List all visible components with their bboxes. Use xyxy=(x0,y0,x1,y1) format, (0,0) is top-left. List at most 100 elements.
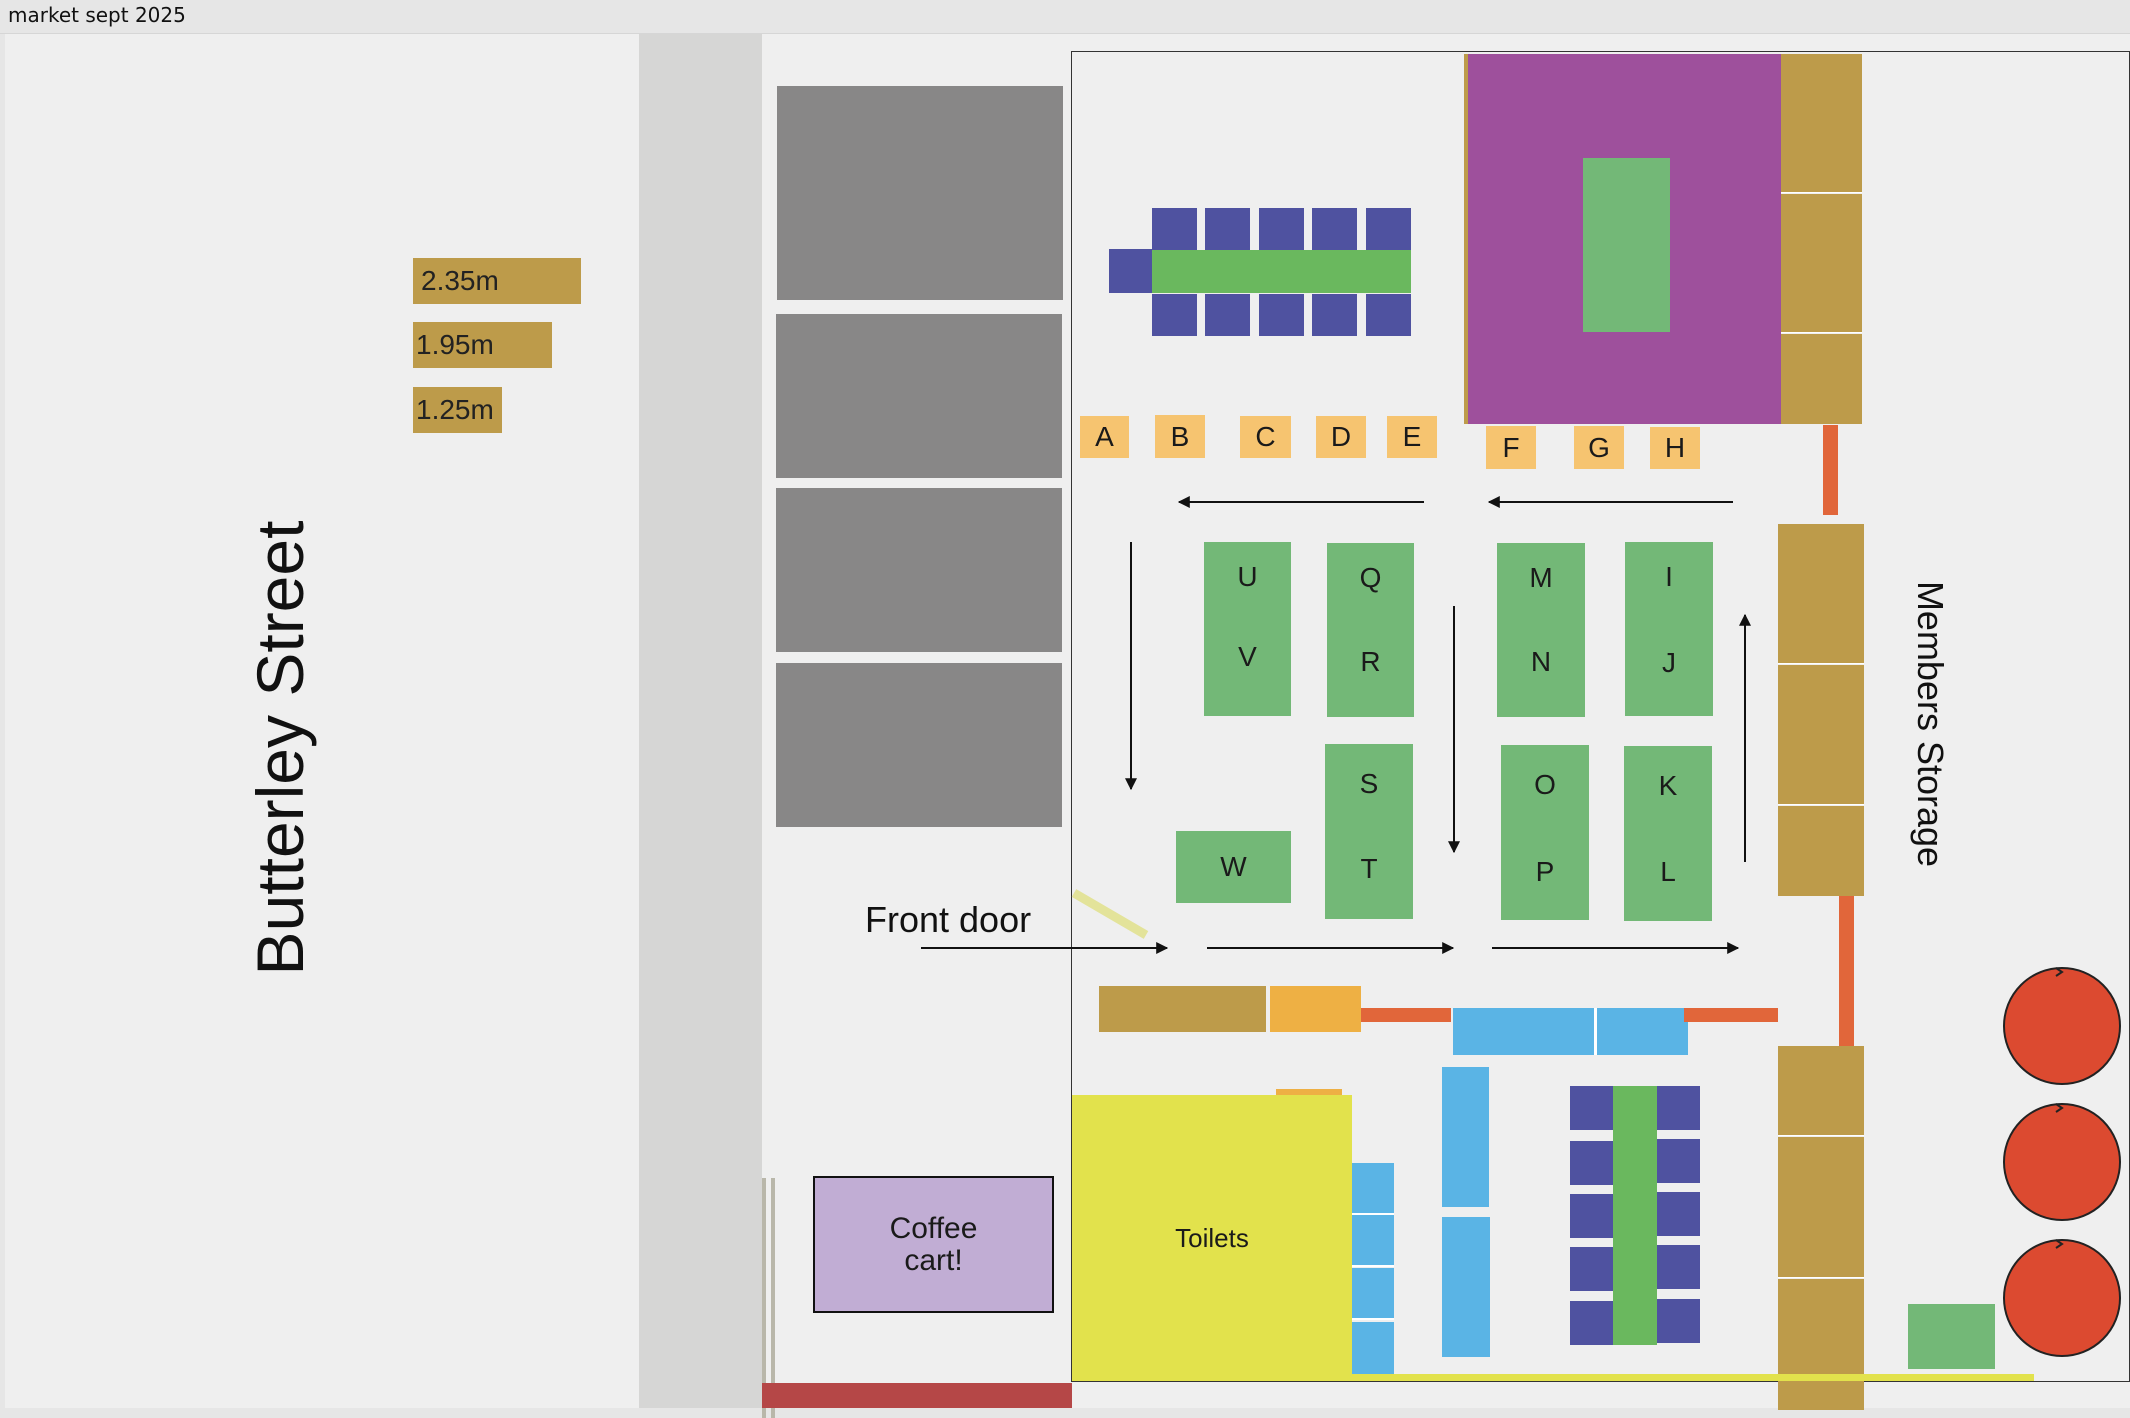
stall-label: J xyxy=(1662,647,1676,678)
red-curb xyxy=(762,1383,1072,1408)
blue-table xyxy=(1597,1008,1688,1055)
stall-label: F xyxy=(1502,431,1520,463)
stall-table-kl[interactable]: K L xyxy=(1624,746,1712,921)
stall-g[interactable]: G xyxy=(1574,426,1624,469)
blue-seat xyxy=(1352,1163,1394,1215)
orange-table xyxy=(1270,986,1361,1032)
dining-table xyxy=(1613,1086,1657,1345)
stall-o: O xyxy=(1501,750,1589,820)
scale-bar-label: 1.25m xyxy=(416,394,494,425)
chair xyxy=(1570,1301,1613,1345)
stall-w[interactable]: W xyxy=(1176,831,1291,903)
stall-d[interactable]: D xyxy=(1316,416,1366,458)
door-swing xyxy=(1071,889,1149,939)
scale-bar-195: 1.95m xyxy=(413,322,552,368)
stall-table-uv[interactable]: U V xyxy=(1204,542,1291,716)
scale-bar-235: 2.35m xyxy=(413,258,581,304)
chair xyxy=(1657,1086,1700,1130)
stall-e[interactable]: E xyxy=(1387,416,1437,458)
scale-bar-125: 1.25m xyxy=(413,387,502,433)
stall-u: U xyxy=(1204,542,1291,612)
stall-label: H xyxy=(1664,432,1686,463)
gate-post xyxy=(771,1178,775,1418)
coffee-cart: Coffee cart! xyxy=(813,1176,1054,1313)
storage-shelf xyxy=(1781,54,1862,193)
chair xyxy=(1570,1141,1613,1185)
toilets-label: Toilets xyxy=(1175,1222,1249,1253)
stall-table-ij[interactable]: I J xyxy=(1625,542,1713,716)
stall-label: W xyxy=(1220,851,1247,882)
stall-c[interactable]: C xyxy=(1240,416,1291,458)
power-cable xyxy=(1823,425,1838,515)
stall-label: N xyxy=(1530,646,1552,677)
window-titlebar: market sept 2025 xyxy=(0,0,2130,34)
stall-table-op[interactable]: O P xyxy=(1501,745,1589,920)
chair xyxy=(1570,1247,1613,1291)
toilets-accent xyxy=(1276,1089,1342,1099)
chair xyxy=(1205,294,1250,336)
front-door-label: Front door xyxy=(865,899,1031,941)
chair xyxy=(1152,294,1197,336)
stall-label: A xyxy=(1095,421,1114,452)
stall-label: B xyxy=(1170,420,1190,452)
stage-table xyxy=(1583,158,1670,332)
storage-bench xyxy=(1099,986,1266,1032)
members-storage-shelf xyxy=(1778,524,1864,664)
members-storage-shelf xyxy=(1778,665,1864,805)
stall-label: C xyxy=(1255,421,1276,452)
stall-b[interactable]: B xyxy=(1155,415,1205,458)
stall-label: K xyxy=(1658,770,1678,801)
chair xyxy=(1152,208,1197,250)
bin-icon xyxy=(2003,1239,2121,1357)
chair xyxy=(1366,294,1411,336)
stall-label: E xyxy=(1402,421,1422,452)
stall-h[interactable]: H xyxy=(1650,427,1700,469)
stall-j: J xyxy=(1625,628,1713,698)
parking-bay xyxy=(777,86,1063,300)
stall-label: T xyxy=(1360,853,1378,884)
stall-label: L xyxy=(1660,856,1676,887)
chair xyxy=(1109,249,1154,293)
stall-table-mn[interactable]: M N xyxy=(1497,543,1585,717)
parking-bay xyxy=(776,314,1062,478)
coffee-cart-line2: cart! xyxy=(904,1243,963,1277)
chair xyxy=(1657,1245,1700,1289)
chair xyxy=(1570,1194,1613,1238)
stall-m: M xyxy=(1497,543,1585,613)
stall-label: Q xyxy=(1359,562,1382,593)
stall-f[interactable]: F xyxy=(1486,426,1536,469)
stall-label: R xyxy=(1360,646,1381,677)
blue-seat xyxy=(1352,1322,1394,1374)
bins xyxy=(2003,967,2121,1357)
blue-table-vertical xyxy=(1442,1217,1490,1357)
chair xyxy=(1657,1192,1700,1236)
power-cable xyxy=(1361,1008,1451,1022)
stall-q: Q xyxy=(1327,543,1414,613)
chair xyxy=(1312,294,1357,336)
stall-table-qr[interactable]: Q R xyxy=(1327,543,1414,717)
storage-shelf xyxy=(1778,1279,1864,1410)
bin-icon xyxy=(2003,967,2121,1085)
storage-shelf xyxy=(1778,1046,1864,1136)
floor-plan-canvas[interactable]: Butterley Street 2.35m 1.95m 1.25m Membe… xyxy=(5,34,2130,1418)
gate-post xyxy=(762,1178,766,1418)
stall-table-st[interactable]: S T xyxy=(1325,744,1413,919)
footpath xyxy=(639,34,762,1408)
stall-v: V xyxy=(1204,622,1291,692)
stall-label: I xyxy=(1665,561,1673,592)
power-cable xyxy=(1684,1008,1778,1022)
blue-table xyxy=(1453,1008,1597,1055)
floor-strip xyxy=(1072,1374,2034,1381)
stall-label: U xyxy=(1237,561,1258,592)
blue-seat xyxy=(1352,1215,1394,1267)
stall-label: S xyxy=(1359,768,1379,799)
stall-s: S xyxy=(1325,749,1413,819)
stall-label: M xyxy=(1529,562,1553,593)
green-table-small xyxy=(1908,1304,1995,1369)
stall-a[interactable]: A xyxy=(1080,416,1129,458)
members-storage-shelf xyxy=(1778,806,1864,896)
front-door-text: Front door xyxy=(865,899,1032,940)
stall-label: D xyxy=(1330,421,1352,452)
chair xyxy=(1312,208,1357,250)
parking-bay xyxy=(776,663,1062,827)
